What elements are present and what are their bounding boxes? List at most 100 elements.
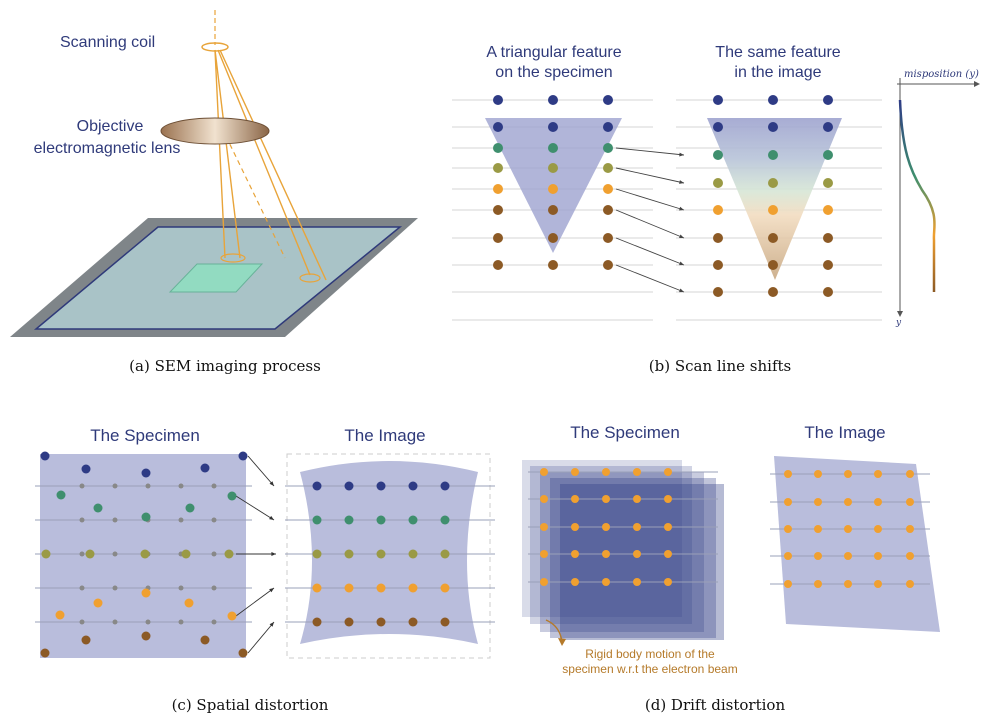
grid-dot bbox=[844, 498, 852, 506]
grid-dot bbox=[784, 498, 792, 506]
grid-dot bbox=[141, 588, 151, 598]
mapping-arrowhead-icon bbox=[679, 180, 684, 184]
spatial-distortion-diagram bbox=[35, 451, 495, 659]
grid-dot bbox=[633, 550, 641, 558]
grid-dot bbox=[768, 287, 778, 297]
mapping-arrowhead-icon bbox=[679, 288, 684, 293]
grid-dot bbox=[571, 523, 579, 531]
grid-dot bbox=[185, 503, 195, 513]
grid-dot bbox=[408, 583, 418, 593]
caption-b: (b) Scan line shifts bbox=[648, 357, 792, 375]
grid-small-dot bbox=[112, 517, 118, 523]
grid-dot bbox=[906, 498, 914, 506]
panel-scan-line-shifts: A triangular feature on the specimen The… bbox=[440, 0, 983, 390]
mapping-arrow bbox=[247, 455, 275, 487]
grid-dot bbox=[227, 611, 237, 621]
grid-dot bbox=[571, 550, 579, 558]
mapping-arrowhead-icon bbox=[269, 481, 274, 486]
grid-dot bbox=[713, 95, 723, 105]
grid-dot bbox=[408, 515, 418, 525]
grid-dot bbox=[540, 468, 548, 476]
grid-dot bbox=[548, 205, 558, 215]
grid-dot bbox=[548, 260, 558, 270]
title-specimen-d: The Specimen bbox=[570, 423, 680, 442]
panel-sem-imaging: Scanning coil Objective electromagnetic … bbox=[0, 0, 440, 390]
grid-dot bbox=[602, 468, 610, 476]
grid-dot bbox=[768, 260, 778, 270]
grid-dot bbox=[55, 610, 65, 620]
axis-x-arrow-icon bbox=[974, 81, 980, 87]
title-image-1: The same feature bbox=[715, 44, 841, 61]
grid-dot bbox=[906, 525, 914, 533]
grid-dot bbox=[603, 143, 613, 153]
mapping-arrow bbox=[615, 264, 685, 293]
grid-dot bbox=[603, 163, 613, 173]
scan-patch bbox=[168, 263, 264, 293]
grid-dot bbox=[312, 481, 322, 491]
grid-dot bbox=[713, 233, 723, 243]
drift-layer bbox=[530, 466, 692, 624]
grid-dot bbox=[200, 635, 210, 645]
grid-dot bbox=[571, 495, 579, 503]
grid-dot bbox=[548, 122, 558, 132]
grid-dot bbox=[141, 468, 151, 478]
misposition-curve bbox=[898, 99, 936, 292]
drift-layer bbox=[560, 484, 724, 640]
grid-dot bbox=[906, 580, 914, 588]
grid-dot bbox=[548, 95, 558, 105]
grid-dot bbox=[784, 525, 792, 533]
grid-dot bbox=[571, 468, 579, 476]
mapping-arrowhead-icon bbox=[679, 261, 684, 266]
grid-dot bbox=[41, 549, 51, 559]
grid-dot bbox=[633, 468, 641, 476]
grid-dot bbox=[874, 552, 882, 560]
grid-dot bbox=[664, 523, 672, 531]
grid-dot bbox=[768, 178, 778, 188]
grid-small-dot bbox=[178, 585, 184, 591]
mapping-arrow bbox=[615, 209, 685, 239]
panel-drift-distortion: The Specimen The Image Rigid body motion… bbox=[500, 390, 983, 717]
sem-illustration bbox=[10, 10, 418, 337]
mapping-arrowhead-icon bbox=[269, 588, 274, 593]
grid-dot bbox=[906, 552, 914, 560]
grid-dot bbox=[603, 260, 613, 270]
scan-shift-diagram bbox=[452, 78, 980, 321]
grid-dot bbox=[814, 525, 822, 533]
grid-dot bbox=[874, 498, 882, 506]
scanning-coil-icon bbox=[201, 42, 229, 52]
grid-dot bbox=[81, 464, 91, 474]
axis-y-arrow-icon bbox=[897, 311, 903, 317]
grid-dot bbox=[844, 552, 852, 560]
grid-dot bbox=[493, 95, 503, 105]
grid-dot bbox=[844, 525, 852, 533]
grid-dot bbox=[713, 122, 723, 132]
grid-dot bbox=[603, 122, 613, 132]
drift-distortion-diagram bbox=[522, 456, 940, 646]
grid-dot bbox=[376, 515, 386, 525]
grid-dot bbox=[408, 617, 418, 627]
grid-dot bbox=[56, 490, 66, 500]
grid-dot bbox=[493, 143, 503, 153]
grid-dot bbox=[493, 122, 503, 132]
grid-dot bbox=[664, 468, 672, 476]
grid-dot bbox=[784, 470, 792, 478]
grid-small-dot bbox=[79, 551, 85, 557]
grid-dot bbox=[40, 648, 50, 658]
label-objective-1: Objective bbox=[76, 118, 144, 135]
grid-small-dot bbox=[211, 517, 217, 523]
axis-y-label: y bbox=[896, 318, 902, 328]
grid-dot bbox=[823, 233, 833, 243]
grid-dot bbox=[844, 470, 852, 478]
grid-dot bbox=[633, 523, 641, 531]
grid-dot bbox=[633, 578, 641, 586]
grid-dot bbox=[140, 549, 150, 559]
grid-dot bbox=[440, 481, 450, 491]
grid-dot bbox=[548, 233, 558, 243]
grid-dot bbox=[823, 178, 833, 188]
grid-dot bbox=[603, 95, 613, 105]
grid-dot bbox=[814, 552, 822, 560]
title-image-2: in the image bbox=[734, 64, 822, 81]
grid-dot bbox=[493, 205, 503, 215]
grid-dot bbox=[440, 549, 450, 559]
triangle-feature-image bbox=[707, 118, 842, 280]
